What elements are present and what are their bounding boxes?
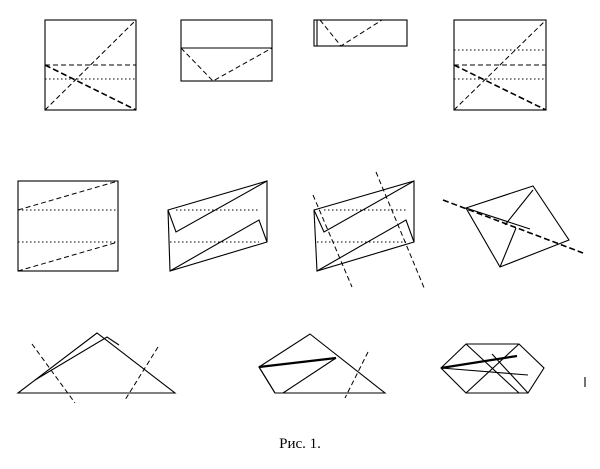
step-9-triangle [16, 332, 177, 404]
step-7-parallelogram-cuts [312, 171, 426, 291]
step-5-square-pleats [17, 180, 119, 272]
step-10-triangle-fold [258, 333, 387, 399]
step-8-rhombus [442, 185, 584, 268]
figure-caption: Рис. 1. [279, 436, 321, 452]
step-1-square-creases [44, 19, 137, 111]
step-6-parallelogram [167, 180, 268, 272]
step-11-final-form [440, 343, 545, 394]
step-4-square-creases [453, 19, 547, 111]
step-2-rectangle-fold [180, 19, 273, 82]
step-3-strip [313, 19, 408, 47]
